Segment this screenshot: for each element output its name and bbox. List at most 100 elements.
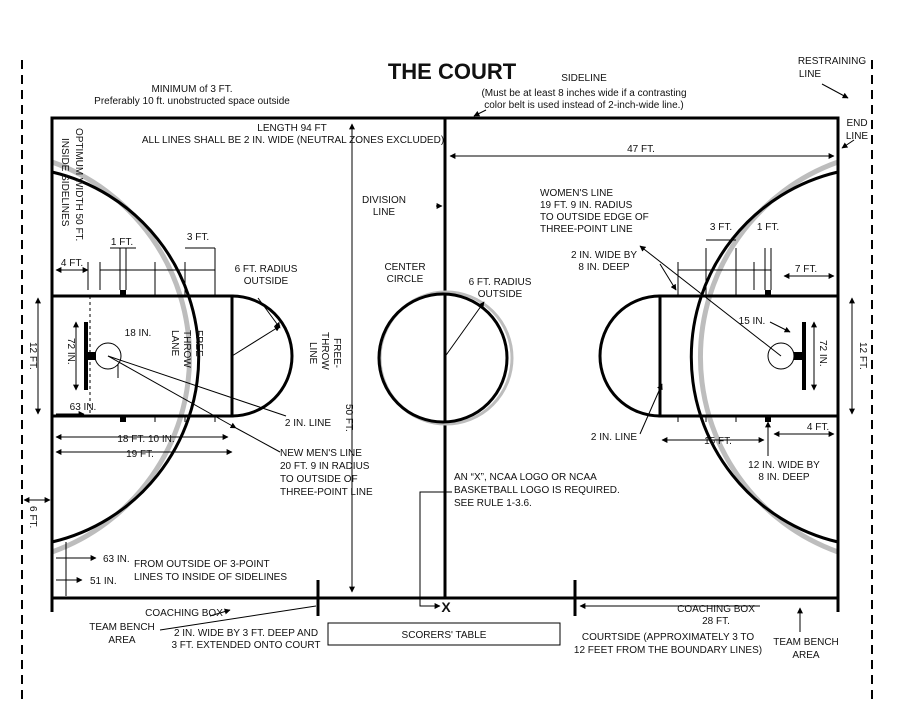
scorers-table bbox=[327, 622, 561, 646]
womens-label-4: THREE-POINT LINE bbox=[540, 224, 633, 235]
one-ft-left-label: 1 FT. bbox=[111, 237, 133, 248]
dim-ticks-right bbox=[677, 239, 835, 290]
x-logo-label-1: AN “X”, NCAA LOGO OR NCAA bbox=[454, 472, 597, 483]
optimum-label-1: OPTIMUM WIDTH 50 FT. bbox=[73, 128, 84, 241]
ftline-label-1: FREE- bbox=[331, 338, 342, 368]
fifteen-in-label: 15 IN. bbox=[739, 316, 766, 327]
rim-connector-left bbox=[86, 352, 96, 360]
radius-center-label-2: OUTSIDE bbox=[478, 289, 523, 300]
seven-ft-right-label: 7 FT. bbox=[795, 264, 817, 275]
three-ft-right-label: 3 FT. bbox=[710, 222, 732, 233]
sideline-label-2: (Must be at least 8 inches wide if a con… bbox=[481, 88, 686, 99]
optimum-label-2: INSIDE SIDELINES bbox=[59, 138, 70, 227]
free-throw-lane-left bbox=[50, 294, 234, 418]
two-in-line-left-label: 2 IN. LINE bbox=[285, 418, 331, 429]
twelve-wide-label-2: 8 IN. DEEP bbox=[758, 472, 809, 483]
leader-mens-line bbox=[107, 355, 237, 429]
courtside-label-1: COURTSIDE (APPROXIMATELY 3 TO bbox=[582, 632, 754, 643]
ftline-label-3: LINE bbox=[307, 342, 318, 365]
leader-womens-line bbox=[639, 245, 782, 357]
leader-2in-wide bbox=[659, 263, 677, 291]
radius-left-label-2: OUTSIDE bbox=[244, 276, 289, 287]
mens-three-point-arc-left bbox=[51, 170, 201, 544]
two-in-wide-label-2: 3 FT. EXTENDED ONTO COURT bbox=[171, 640, 320, 651]
endline-label-1: END bbox=[846, 118, 867, 129]
two-in-line-right-label: 2 IN. LINE bbox=[591, 432, 637, 443]
leader-x-logo bbox=[419, 491, 452, 609]
leader-center-radius bbox=[443, 301, 485, 359]
eighteen-in-label: 18 IN. bbox=[125, 328, 152, 339]
leader-2in-wide-bottom bbox=[159, 605, 317, 631]
minimum-label-1: MINIMUM of 3 FT. bbox=[151, 84, 232, 95]
seventy-two-left-label: 72 IN. bbox=[65, 338, 76, 365]
division-label-2: LINE bbox=[373, 207, 396, 218]
endline-label-2: LINE bbox=[846, 131, 869, 142]
courtside-label-2: 12 FEET FROM THE BOUNDARY LINES) bbox=[574, 645, 762, 656]
radius-left-label-1: 6 FT. RADIUS bbox=[235, 264, 298, 275]
leader-sideline bbox=[473, 109, 487, 117]
coaching-right-label-2: 28 FT. bbox=[702, 616, 730, 627]
leader-15in bbox=[769, 321, 791, 333]
length-label: LENGTH 94 FT bbox=[257, 123, 326, 134]
mens-label-4: THREE-POINT LINE bbox=[280, 487, 373, 498]
leader-mens-line-2 bbox=[235, 427, 281, 453]
page-title: THE COURT bbox=[388, 59, 517, 84]
sideline-label-1: SIDELINE bbox=[561, 73, 607, 84]
from-outside-label-1: FROM OUTSIDE OF 3-POINT bbox=[134, 559, 270, 570]
sixty-three-bottom-label: 63 IN. bbox=[103, 554, 130, 565]
team-bench-right-label-2: AREA bbox=[792, 650, 820, 661]
x-mark: X bbox=[441, 599, 451, 615]
mens-label-3: TO OUTSIDE OF bbox=[280, 474, 358, 485]
womens-label-1: WOMEN'S LINE bbox=[540, 188, 613, 199]
four-ft-right-label: 4 FT. bbox=[807, 422, 829, 433]
leader-2in-line-right bbox=[639, 383, 663, 435]
mens-three-point-arc-right bbox=[689, 170, 839, 544]
mens-label-1: NEW MEN'S LINE bbox=[280, 448, 362, 459]
center-circle bbox=[377, 292, 509, 424]
radius-center-label-1: 6 FT. RADIUS bbox=[469, 277, 532, 288]
scorers-table-label: SCORERS' TABLE bbox=[402, 630, 487, 641]
fifty-one-label: 51 IN. bbox=[90, 576, 117, 587]
twelve-ft-right-label: 12 FT. bbox=[857, 342, 868, 370]
ftline-label-2: THROW bbox=[319, 332, 330, 370]
team-bench-right-label-1: TEAM BENCH bbox=[773, 637, 839, 648]
womens-label-2: 19 FT. 9 IN. RADIUS bbox=[540, 200, 633, 211]
one-ft-right-label: 1 FT. bbox=[757, 222, 779, 233]
leader-radius-left-2 bbox=[231, 325, 281, 357]
lane-hash-marks-left bbox=[120, 290, 216, 422]
twelve-ft-left-label: 12 FT. bbox=[27, 342, 38, 370]
x-logo-label-3: SEE RULE 1-3.6. bbox=[454, 498, 532, 509]
dim-ticks-left bbox=[87, 247, 216, 290]
fifteen-ft-label: 15 FT. bbox=[704, 436, 732, 447]
coaching-left-label: COACHING BOX bbox=[145, 608, 223, 619]
center-label-1: CENTER bbox=[384, 262, 425, 273]
sixty-three-left-label: 63 IN. bbox=[70, 402, 97, 413]
team-bench-left-label-1: TEAM BENCH bbox=[89, 622, 155, 633]
seventy-two-right-label: 72 IN. bbox=[817, 340, 828, 367]
womens-label-3: TO OUTSIDE EDGE OF bbox=[540, 212, 649, 223]
two-in-wide-label-1: 2 IN. WIDE BY 3 FT. DEEP AND bbox=[174, 628, 318, 639]
leader-restraining-line bbox=[821, 83, 849, 99]
minimum-label-2: Preferably 10 ft. unobstructed space out… bbox=[94, 96, 290, 107]
leader-radius-left bbox=[257, 297, 281, 329]
lane-label-2: THROW bbox=[181, 330, 192, 368]
center-label-2: CIRCLE bbox=[387, 274, 424, 285]
free-throw-lane-right bbox=[658, 294, 840, 418]
free-throw-circle-right bbox=[598, 294, 661, 418]
nineteen-ft-label: 19 FT. bbox=[126, 449, 154, 460]
leader-2in-line bbox=[107, 355, 287, 417]
mens-label-2: 20 FT. 9 IN RADIUS bbox=[280, 461, 370, 472]
from-outside-label-2: LINES TO INSIDE OF SIDELINES bbox=[134, 572, 287, 583]
fifty-ft-label: 50 FT. bbox=[343, 404, 354, 432]
two-in-deep-label-1: 2 IN. WIDE BY bbox=[571, 250, 637, 261]
leader-coaching-left bbox=[209, 608, 231, 617]
basket-left bbox=[94, 342, 122, 370]
half-length-label: 47 FT. bbox=[627, 144, 655, 155]
rim-connector-right bbox=[794, 352, 804, 360]
sideline-label-3: color belt is used instead of 2-inch-wid… bbox=[484, 100, 684, 111]
lane-label-1: FREE- bbox=[193, 330, 204, 360]
all-lines-label: ALL LINES SHALL BE 2 IN. WIDE (NEUTRAL Z… bbox=[142, 135, 444, 146]
eighteen-ten-label: 18 FT. 10 IN. bbox=[117, 434, 174, 445]
